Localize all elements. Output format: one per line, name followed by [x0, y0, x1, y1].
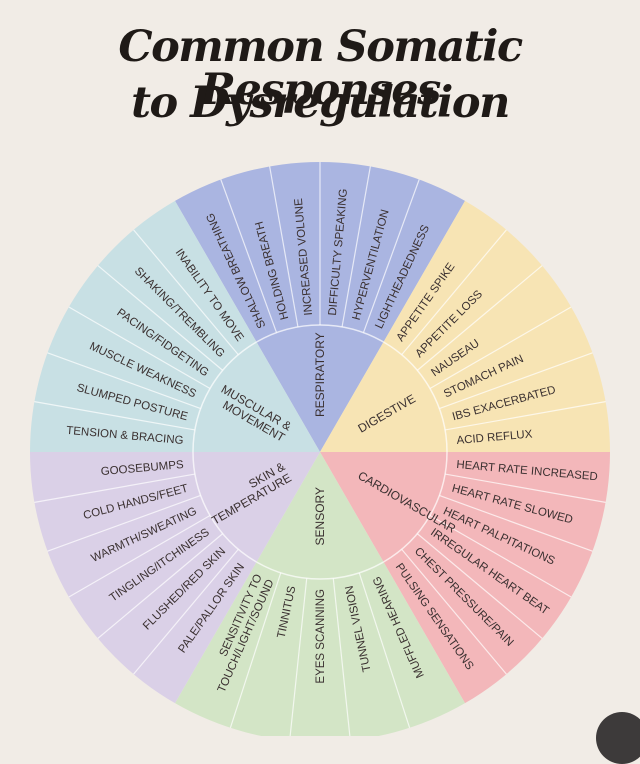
item-divider: [97, 265, 224, 371]
hub-divider: [383, 341, 448, 453]
item-divider: [47, 494, 201, 552]
category-sensory: SENSORY: [313, 487, 327, 545]
item-divider: [289, 578, 308, 736]
item-sensory-text: EYES SCANNING: [315, 589, 327, 684]
item-divider: [444, 473, 606, 503]
item-divider: [444, 401, 606, 431]
hub-divider: [256, 324, 384, 343]
hub-divider: [256, 561, 384, 580]
title-line-2: to Dysregulation: [131, 78, 510, 128]
item-divider: [133, 548, 239, 675]
item-divider: [133, 229, 239, 356]
sector-cardiovascular: [320, 452, 610, 704]
category-respiratory: RESPIRATORY: [313, 332, 327, 417]
item-divider: [332, 578, 351, 736]
item-divider: [229, 572, 282, 728]
item-divider: [401, 229, 507, 356]
item-divider: [416, 265, 543, 371]
hub-divider: [383, 451, 448, 563]
sector-sensory: [175, 452, 465, 736]
category-sensory-text: SENSORY: [313, 487, 327, 545]
overlay-button[interactable]: [596, 712, 640, 764]
category-respiratory-text: RESPIRATORY: [313, 332, 327, 417]
item-divider: [429, 306, 572, 390]
item-divider: [68, 306, 211, 390]
item-sensory: EYES SCANNING: [315, 589, 327, 684]
item-divider: [220, 179, 278, 333]
hub-divider: [192, 341, 257, 453]
title-line-1: Common Somatic Responses: [118, 22, 523, 115]
item-divider: [358, 572, 411, 728]
item-divider: [416, 533, 543, 639]
sector-digestive: [320, 200, 610, 452]
item-divider: [341, 166, 371, 328]
item-divider: [269, 166, 299, 328]
item-divider: [362, 179, 420, 333]
item-divider: [97, 533, 224, 639]
item-divider: [439, 352, 593, 410]
item-divider: [401, 548, 507, 675]
item-divider: [68, 514, 211, 598]
item-divider: [34, 473, 196, 503]
item-divider: [47, 352, 201, 410]
item-divider: [34, 401, 196, 431]
sector-skin-temperature: [30, 452, 320, 704]
hub-divider: [192, 451, 257, 563]
item-divider: [439, 494, 593, 552]
item-divider: [429, 514, 572, 598]
sector-muscular-movement: [30, 200, 320, 452]
